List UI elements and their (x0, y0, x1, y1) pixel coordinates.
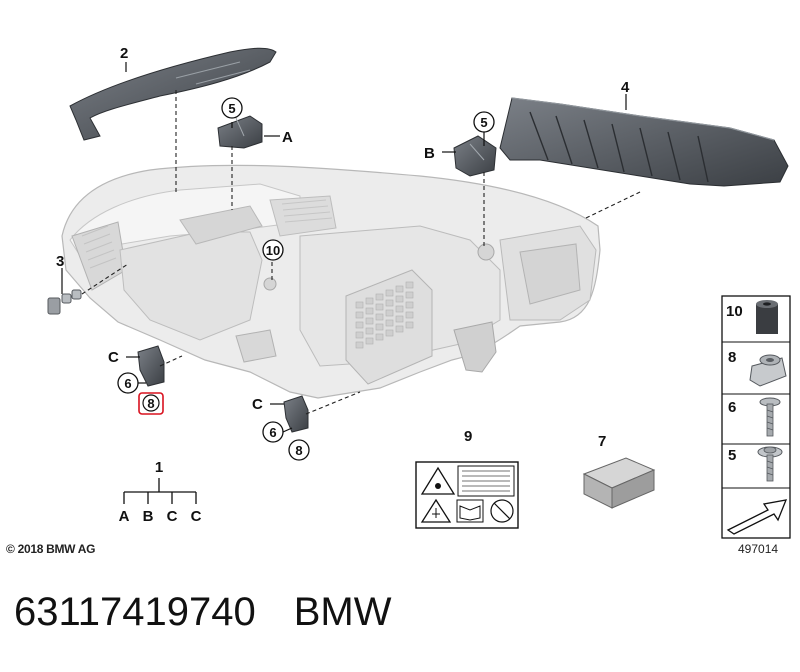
connector-grid (355, 281, 414, 349)
tree-leaf-c1: C (167, 508, 178, 525)
callout-7: 7 (598, 433, 606, 450)
part-caption: 63117419740 BMW (14, 590, 392, 635)
callout-6a-circle: 6 (117, 372, 146, 394)
part-cover-top (69, 47, 277, 141)
legend-num-5: 5 (728, 447, 736, 464)
callout-2: 2 (120, 45, 128, 62)
callout-5a: 5 (228, 101, 235, 116)
callout-8a: 8 (147, 396, 154, 411)
part-plug-3 (47, 289, 82, 315)
callout-10: 10 (266, 243, 280, 258)
screw-washer-icon (757, 446, 783, 482)
callout-8a-highlight[interactable]: 8 (138, 392, 164, 415)
callout-letter-c2: C (252, 396, 263, 413)
callout-letter-c1: C (108, 349, 119, 366)
callout-10-circle: 10 (262, 239, 284, 261)
leader-lines (81, 90, 641, 415)
part-bracket-a (217, 115, 263, 149)
part-box (582, 457, 656, 509)
headlight-housing (61, 164, 601, 399)
clip-nut-icon (749, 354, 787, 387)
legend-num-6: 6 (728, 399, 736, 416)
callout-letter-b: B (424, 145, 435, 162)
callout-9: 9 (464, 428, 472, 445)
housing-ribs (81, 225, 117, 269)
part-warning-label (415, 461, 519, 529)
callout-lines (61, 62, 627, 405)
legend-panel: 10 8 6 5 (721, 295, 791, 539)
callout-6a: 6 (124, 376, 131, 391)
part-bracket-long (499, 97, 789, 187)
tree-leaf-c2: C (191, 508, 202, 525)
copyright-text: © 2018 BMW AG (6, 542, 96, 556)
callout-8b-circle: 8 (288, 439, 310, 461)
callout-4: 4 (621, 79, 630, 96)
legend-num-8: 8 (728, 349, 736, 366)
part-bracket-c2 (283, 395, 309, 433)
callout-5b: 5 (480, 115, 487, 130)
part-number: 63117419740 (14, 590, 256, 634)
tree-root: 1 (155, 459, 163, 476)
tree-leaf-b: B (143, 508, 154, 525)
part-bracket-b (453, 135, 497, 177)
screw-icon (759, 397, 781, 437)
callout-6b-circle: 6 (262, 421, 293, 443)
tree-leaf-a: A (119, 508, 130, 525)
direction-arrow-icon (726, 499, 788, 535)
rubber-grommet-icon (756, 300, 778, 334)
diagram-id: 497014 (738, 542, 779, 556)
assembly-tree: 1 A B C C (119, 459, 202, 525)
callout-5b-circle: 5 (473, 111, 495, 133)
brand-name: BMW (293, 590, 392, 634)
callout-3: 3 (56, 253, 64, 270)
part-bracket-c1 (137, 345, 165, 387)
callout-5a-circle: 5 (221, 97, 243, 119)
callout-6b: 6 (269, 425, 276, 440)
legend-num-10: 10 (726, 303, 743, 320)
callout-letter-a: A (282, 129, 293, 146)
callout-8b: 8 (295, 443, 302, 458)
